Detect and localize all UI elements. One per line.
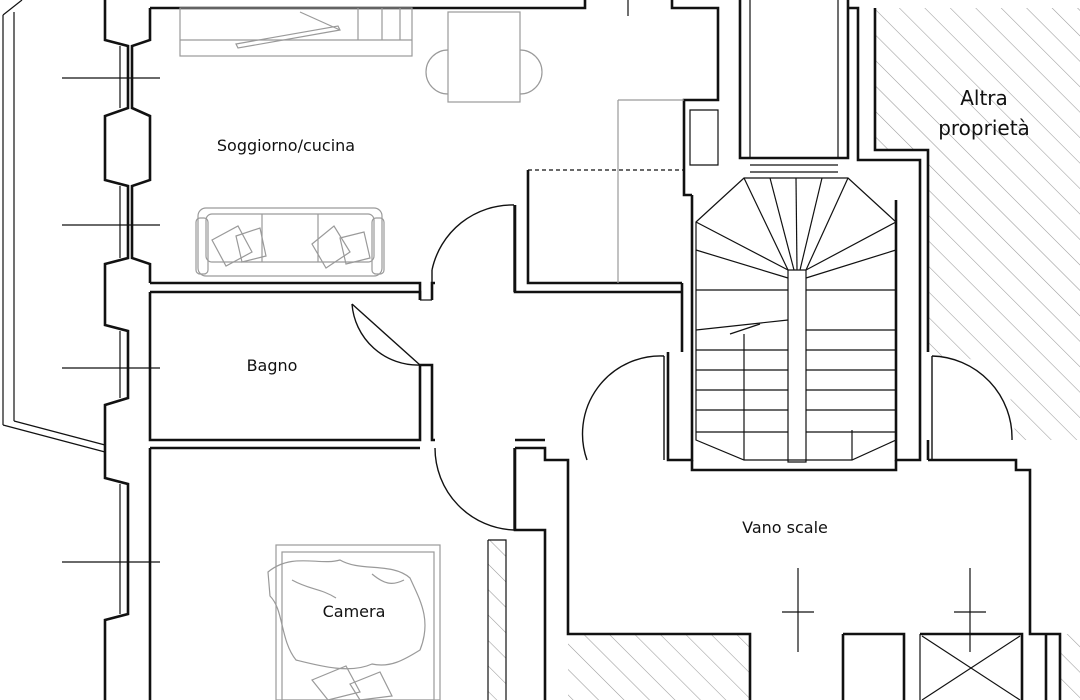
hatched-areas (488, 8, 1080, 700)
bed (267, 544, 441, 700)
doors (351, 204, 1013, 531)
room-label-living: Soggiorno/cucina (217, 136, 355, 155)
sofa (195, 207, 385, 277)
bedroom-walls (148, 448, 547, 700)
other-property-area (875, 8, 1080, 440)
exterior-wall-left (103, 0, 152, 700)
stairwell-walls (566, 458, 1062, 700)
dining-table (447, 11, 521, 103)
staircase (695, 177, 897, 463)
hatched-block-right (1060, 634, 1080, 700)
kitchen-furniture (179, 7, 543, 103)
other-property-label-line1: Altra (960, 86, 1008, 110)
room-label-bedroom: Camera (323, 602, 386, 621)
room-label-bath: Bagno (247, 356, 298, 375)
hatched-block-bottom-left (568, 634, 750, 700)
room-label-stairwell: Vano scale (742, 518, 828, 537)
other-property-label-line2: proprietà (938, 116, 1030, 140)
hatched-block-mid (488, 540, 506, 700)
balcony (2, 0, 160, 563)
bathroom-walls (148, 290, 570, 470)
